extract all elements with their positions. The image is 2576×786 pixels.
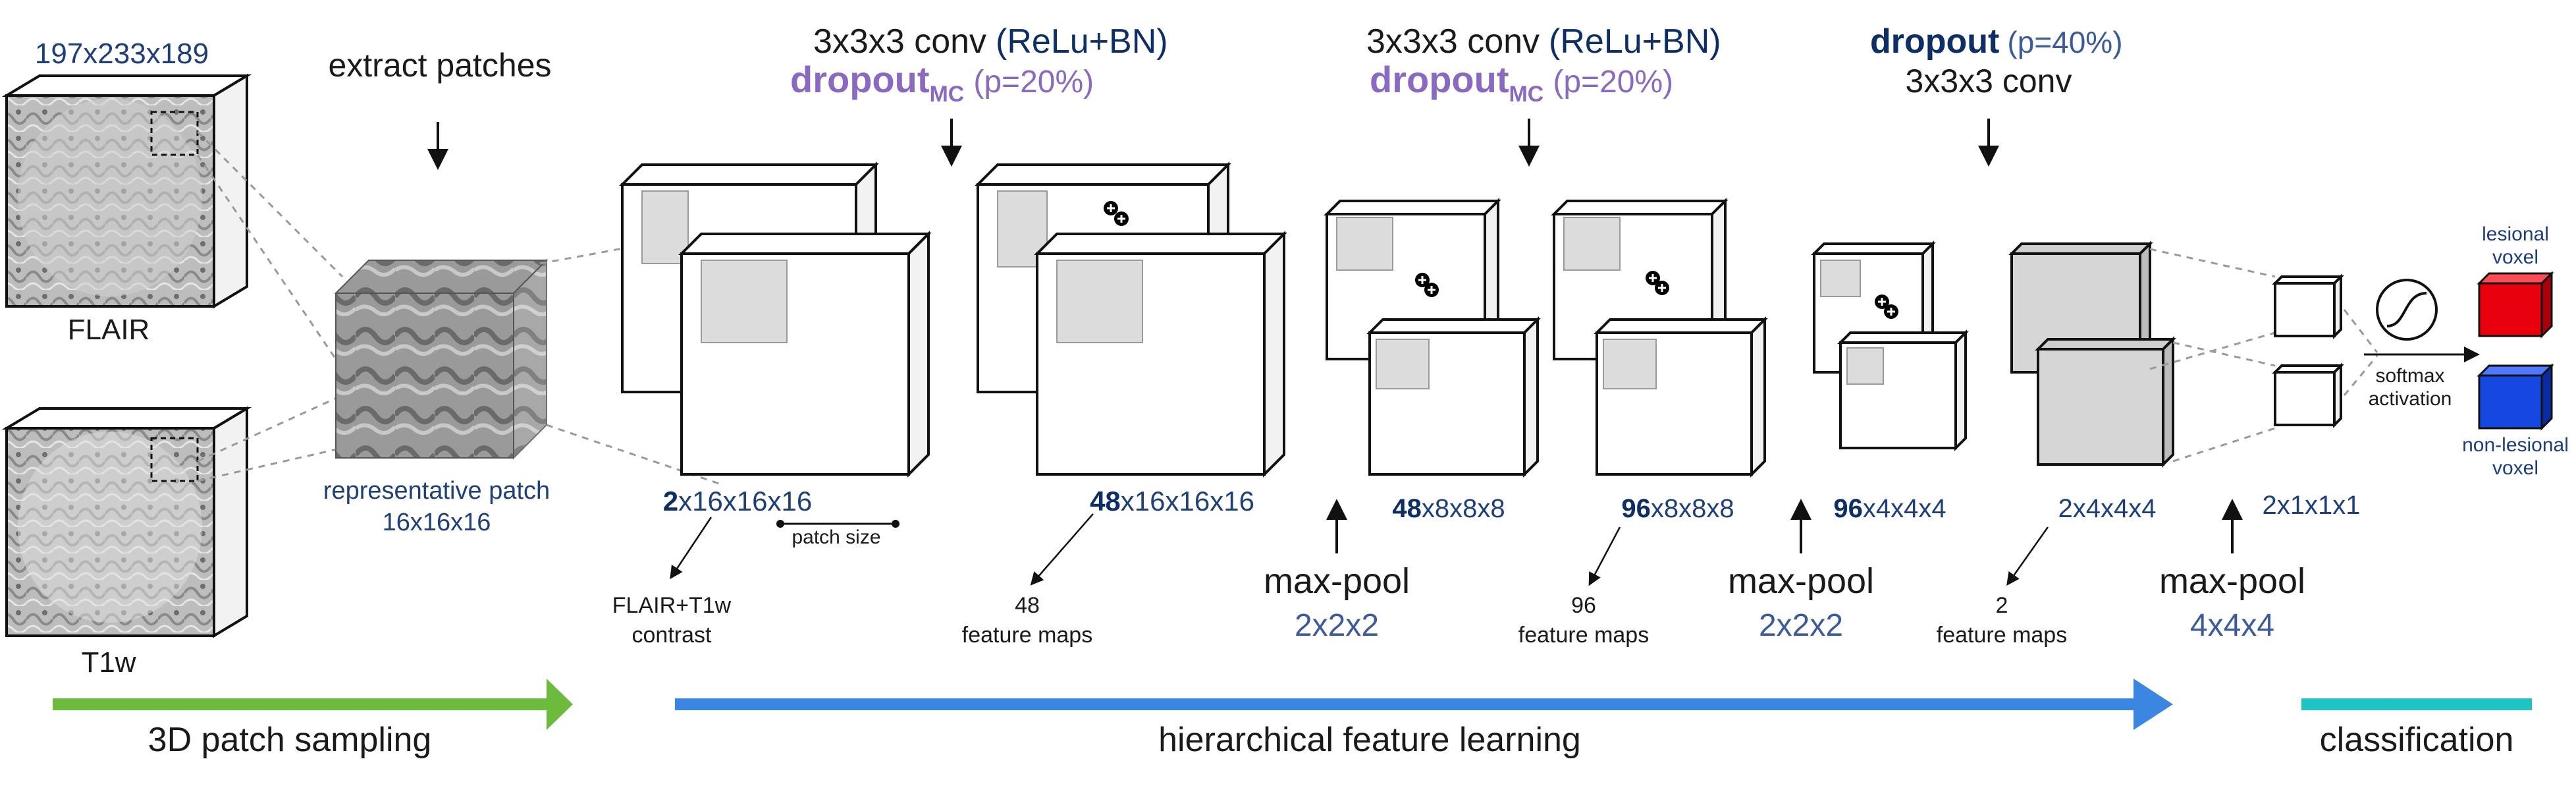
flair-label: FLAIR: [68, 314, 150, 346]
block3-conv: 3x3x3 conv: [1906, 63, 2072, 99]
pool1-output-stack: [1324, 198, 1541, 478]
patch-caption-2: 16x16x16: [383, 509, 491, 536]
block2-output-dims: 96x8x8x8: [1621, 494, 1734, 523]
softmax-label-2: activation: [2369, 388, 2452, 410]
block1-fm-label: feature maps: [962, 623, 1092, 648]
patch-size-label: patch size: [792, 526, 880, 548]
extract-patches-title: extract patches: [328, 47, 551, 84]
input-dims: 197x233x189: [35, 38, 209, 70]
lesional-voxel-cube: [2477, 271, 2554, 339]
softmax-label-1: softmax: [2375, 365, 2444, 387]
pool3-output-dims: 2x1x1x1: [2263, 491, 2361, 520]
input-feature-stack: [619, 161, 932, 478]
feature-stage-bar: [675, 679, 2173, 730]
block3-dropout: dropout(p=40%): [1870, 22, 2123, 61]
block1-dropout: dropoutMC(p=20%): [790, 59, 1094, 107]
conv2-output-stack: [1551, 198, 1768, 478]
softmax-icon: [2376, 279, 2438, 341]
t1w-label: T1w: [81, 646, 136, 679]
sampling-stage-label: 3D patch sampling: [148, 721, 432, 759]
non-lesional-label-2: voxel: [2492, 457, 2538, 479]
pool3-label: max-pool: [2159, 561, 2305, 601]
block2-conv: 3x3x3 conv(ReLu+BN): [1366, 22, 1721, 61]
pool2-output-stack: [1811, 240, 1969, 451]
block3-fm-label: feature maps: [1937, 623, 2067, 648]
block1-fm-count: 48: [1015, 593, 1040, 618]
patch-caption-1: representative patch: [323, 477, 550, 505]
feature-stage-label: hierarchical feature learning: [1158, 721, 1581, 759]
block2-fm-label: feature maps: [1518, 623, 1649, 648]
classification-stage-bar: [2301, 698, 2532, 710]
block2-input-dims: 48x8x8x8: [1392, 494, 1505, 523]
non-lesional-label-1: non-lesional: [2462, 434, 2569, 456]
representative-patch: [334, 258, 549, 460]
pool2-label: max-pool: [1728, 561, 1874, 601]
pool1-label: max-pool: [1264, 561, 1410, 601]
block3-output-dims: 2x4x4x4: [2058, 494, 2157, 523]
non-lesional-voxel-cube: [2477, 363, 2554, 431]
conv3-output-stack: [2008, 240, 2176, 468]
pool1-size: 2x2x2: [1295, 608, 1379, 643]
block1-input-dims: 2x16x16x16: [663, 486, 813, 517]
conv1-output-stack: [975, 161, 1287, 478]
contrast-label-2: contrast: [632, 623, 712, 648]
block2-fm-count: 96: [1571, 593, 1596, 618]
block1-conv: 3x3x3 conv(ReLu+BN): [813, 22, 1168, 61]
classification-stage-label: classification: [2320, 721, 2514, 759]
block2-dropout: dropoutMC(p=20%): [1370, 59, 1673, 107]
pooled-output-cube-1: [2272, 273, 2344, 339]
flair-volume: [1, 73, 252, 309]
sampling-stage-bar: [53, 679, 573, 730]
block3-input-dims: 96x4x4x4: [1833, 494, 1946, 523]
contrast-label-1: FLAIR+T1w: [612, 593, 732, 618]
lesional-label-1: lesional: [2482, 223, 2549, 245]
lesional-label-2: voxel: [2492, 246, 2538, 268]
t1w-volume: [1, 406, 252, 638]
pool2-size: 2x2x2: [1759, 608, 1843, 643]
pool3-size: 4x4x4: [2190, 608, 2274, 643]
block3-fm-count: 2: [1996, 593, 2008, 618]
dropout-node-icon: [1104, 201, 1129, 226]
block1-output-dims: 48x16x16x16: [1090, 486, 1254, 517]
pooled-output-cube-2: [2272, 362, 2344, 428]
